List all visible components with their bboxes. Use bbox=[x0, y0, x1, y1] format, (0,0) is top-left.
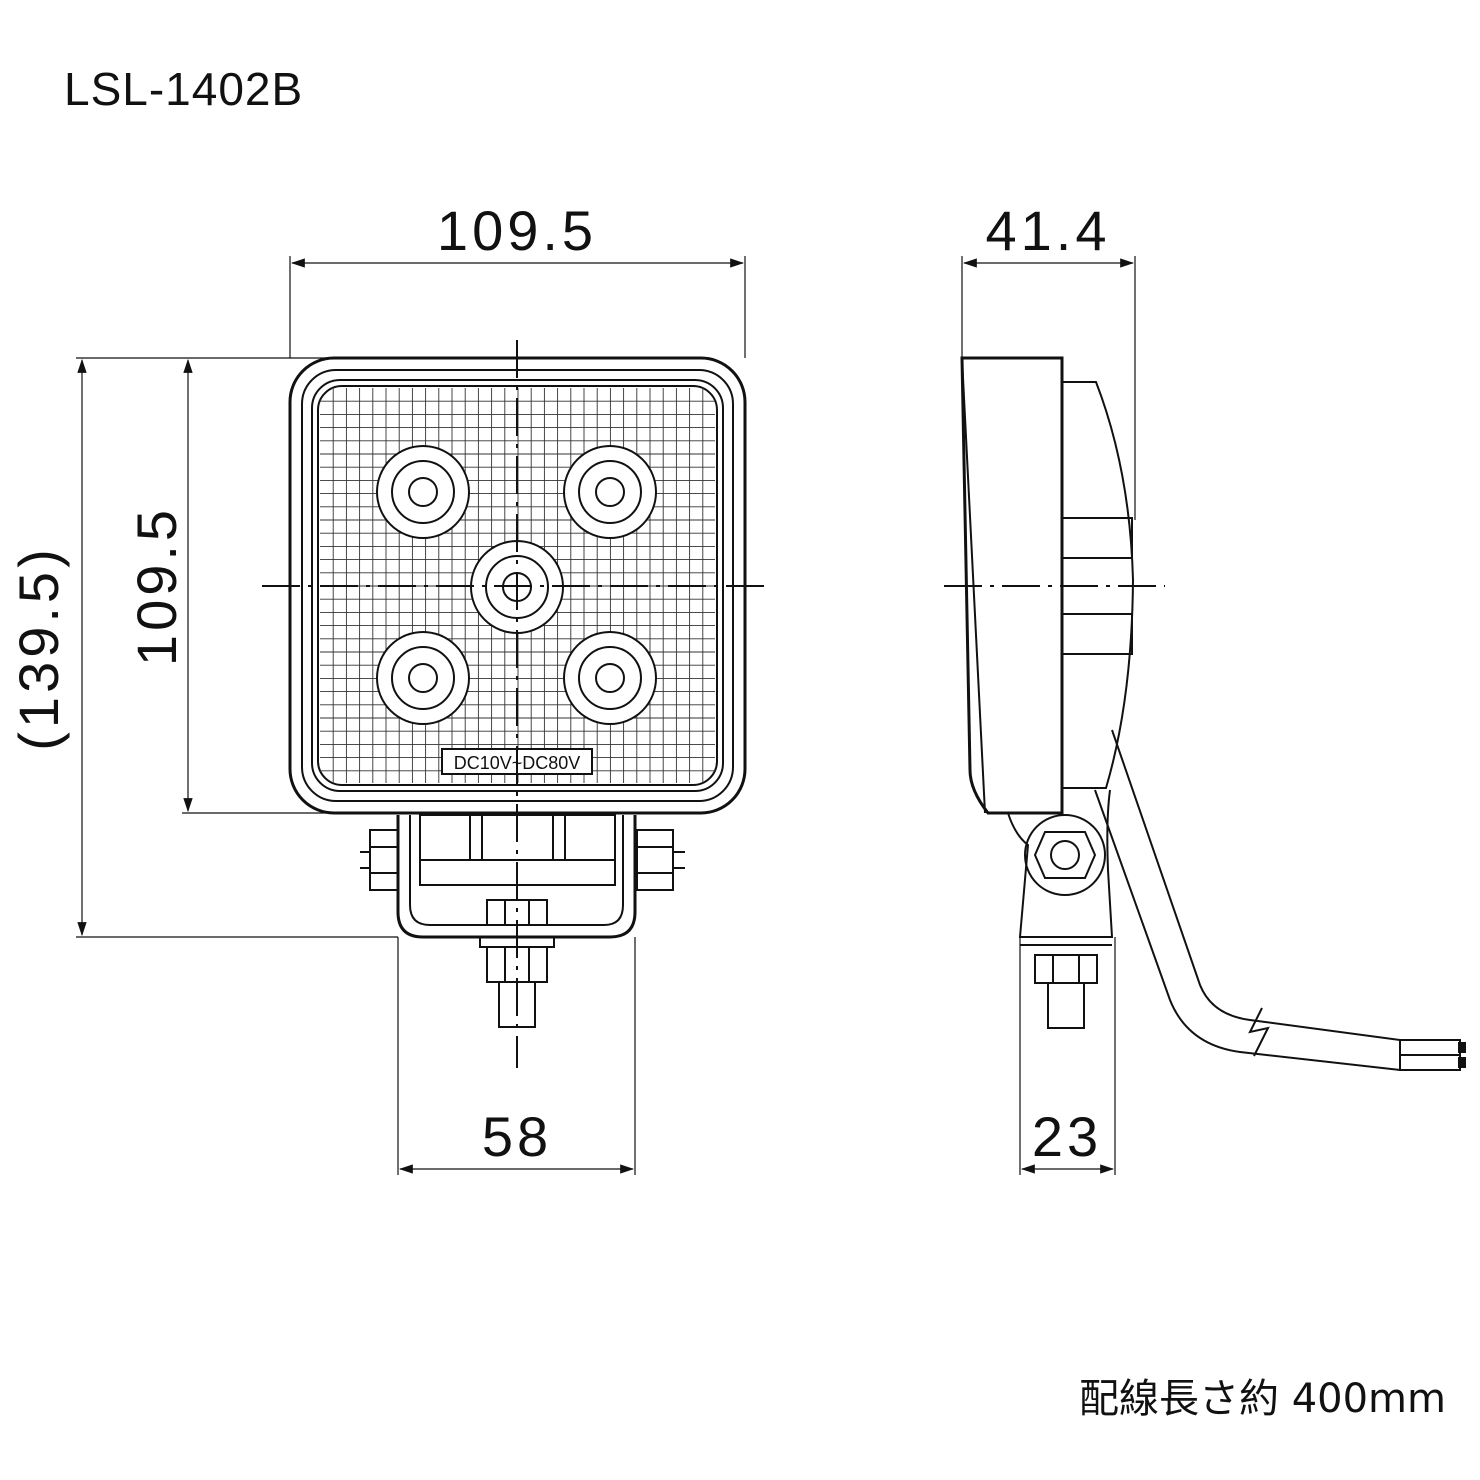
dim-overall-height: (139.5) bbox=[7, 545, 70, 750]
dim-side-depth: 41.4 bbox=[986, 199, 1111, 262]
front-view: DC10V~DC80V bbox=[7, 199, 772, 1175]
side-view: 41.4 23 bbox=[944, 199, 1466, 1175]
side-heatsink bbox=[1062, 381, 1135, 789]
led-bottom-right bbox=[563, 631, 657, 725]
led-bottom-left bbox=[376, 631, 470, 725]
side-nut-left bbox=[360, 829, 399, 891]
model-title: LSL-1402B bbox=[64, 63, 304, 115]
side-bottom-bolt bbox=[1034, 954, 1098, 1029]
side-cable bbox=[1111, 729, 1401, 1041]
wiring-length-note: 配線長さ約 400mm bbox=[1079, 1376, 1446, 1422]
led-top-left bbox=[376, 445, 470, 539]
led-top-right bbox=[563, 445, 657, 539]
side-housing bbox=[960, 356, 1064, 815]
dim-bracket-depth: 23 bbox=[1032, 1105, 1102, 1168]
dim-front-height: 109.5 bbox=[125, 506, 188, 666]
side-pivot-bolt bbox=[1024, 814, 1106, 896]
side-nut-right bbox=[636, 829, 685, 891]
dim-front-width: 109.5 bbox=[437, 199, 597, 262]
dim-bracket-width: 58 bbox=[482, 1105, 552, 1168]
